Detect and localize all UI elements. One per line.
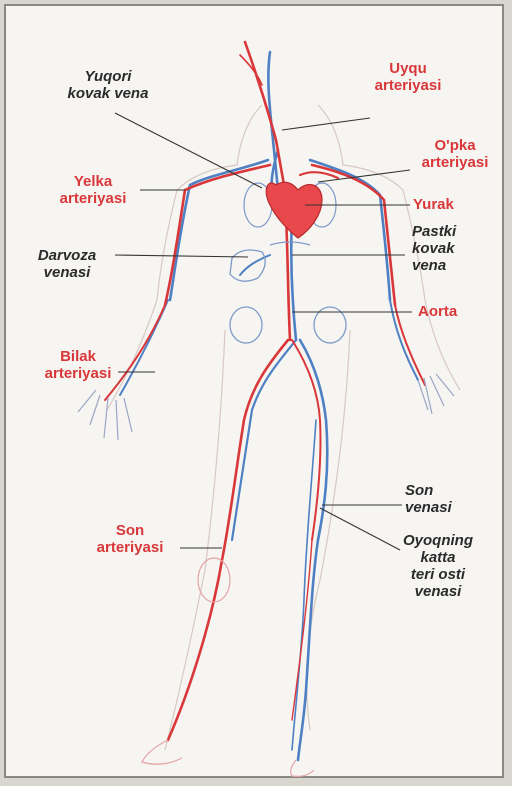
label-darvoza-venasi: Darvoza venasi xyxy=(22,247,112,281)
label-son-arteriyasi: Son arteriyasi xyxy=(80,522,180,556)
pulmonary-artery xyxy=(300,172,338,178)
heart xyxy=(266,182,322,238)
label-oyoqning-katta-teri-osti-venasi: Oyoqning katta teri osti venasi xyxy=(388,532,488,600)
label-bilak-arteriyasi: Bilak arteriyasi xyxy=(28,348,128,382)
label-son-venasi: Son venasi xyxy=(405,482,452,516)
leader-darvoza-venasi xyxy=(115,255,248,257)
label-opka-arteriyasi: O'pka arteriyasi xyxy=(410,137,500,171)
right-subclavian-artery xyxy=(312,165,395,305)
arteries xyxy=(105,42,425,740)
left-subclavian-vein xyxy=(170,160,268,300)
label-yuqori-kovak-vena: Yuqori kovak vena xyxy=(58,68,158,102)
aorta-descending xyxy=(286,215,290,340)
veins xyxy=(120,52,418,760)
right-iliac-artery xyxy=(292,340,321,540)
feet xyxy=(142,558,314,776)
femoral-vein xyxy=(298,340,327,760)
label-yurak: Yurak xyxy=(413,196,454,213)
leader-uyqu-arteriyasi xyxy=(282,118,370,130)
hands xyxy=(78,374,454,440)
label-yelka-arteriyasi: Yelka arteriyasi xyxy=(48,173,138,207)
label-uyqu-arteriyasi: Uyqu arteriyasi xyxy=(358,60,458,94)
label-pastki-kovak-vena: Pastki kovak vena xyxy=(412,223,456,274)
left-iliac-artery xyxy=(168,340,288,740)
label-aorta: Aorta xyxy=(418,303,457,320)
leader-lines xyxy=(115,113,412,550)
carotid-artery xyxy=(245,42,284,185)
